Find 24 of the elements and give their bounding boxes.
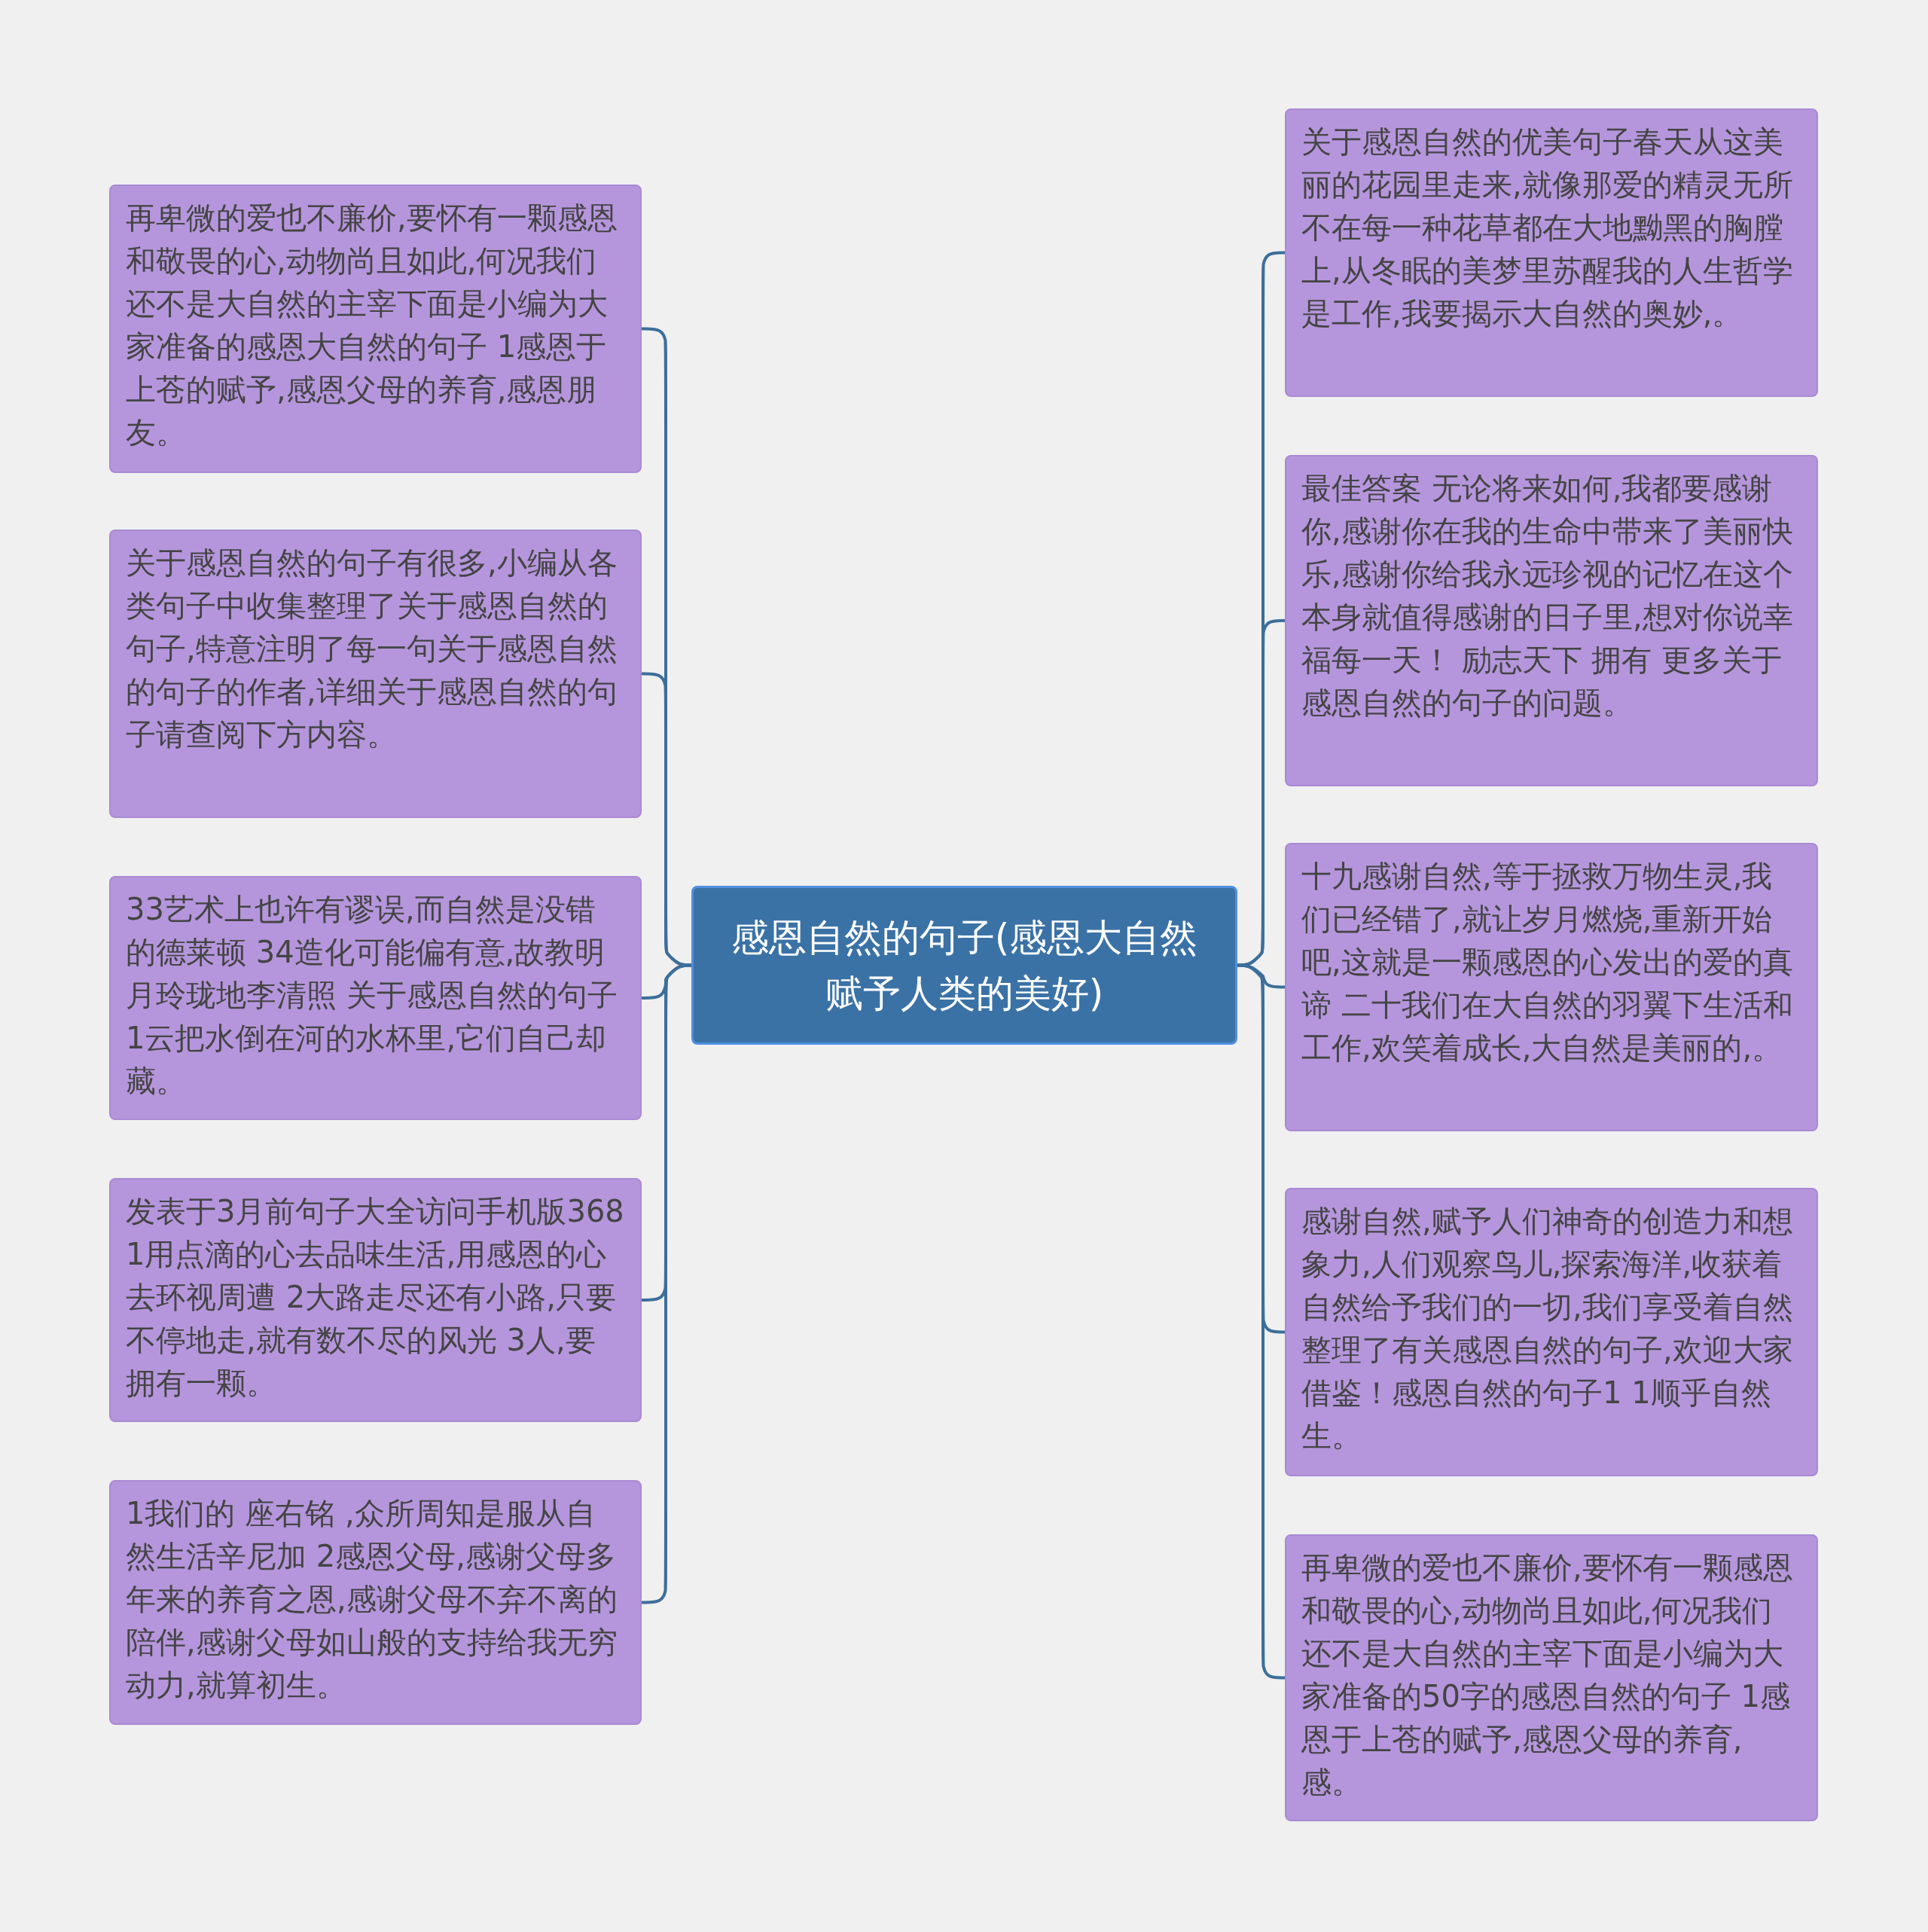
connector-line xyxy=(642,672,691,967)
topic-text: 感谢自然,赋予人们神奇的创造力和想象力,人们观察鸟儿,探索海洋,收获着自然给予我们的一切,我们享受着自然整理了有关感恩自然的句子,欢迎大家借鉴！感恩自然的句子1 1顺乎自然生。 xyxy=(1301,1203,1794,1454)
topic-text: 再卑微的爱也不廉价,要怀有一颗感恩和敬畏的心,动物尚且如此,何况我们还不是大自然的主宰下面是小编为大家准备的感恩大自然的句子 1感恩于上苍的赋予,感恩父母的养育,感恩朋友。 xyxy=(126,200,618,451)
central-topic-box xyxy=(691,886,1237,1045)
topic-box xyxy=(1285,843,1818,1131)
topic-box xyxy=(1285,1534,1818,1821)
connector-line xyxy=(1237,619,1285,967)
topic-text: 33艺术上也许有谬误,而自然是没错的德莱顿 34造化可能偏有意,故教明月玲珑地李清照 关于感恩自然的句子 1云把水倒在河的水杯里,它们自己却藏。 xyxy=(126,891,618,1100)
topic-box xyxy=(109,185,642,473)
topic-box xyxy=(1285,1188,1818,1476)
topic-box xyxy=(1285,108,1818,397)
topic-text: 关于感恩自然的句子有很多,小编从各类句子中收集整理了关于感恩自然的句子,特意注明了每一句关于感恩自然的句子的作者,详细关于感恩自然的句子请查阅下方内容。 xyxy=(126,545,618,753)
topic-box xyxy=(109,1178,642,1422)
topic-box xyxy=(109,876,642,1120)
topic-box xyxy=(1285,455,1818,786)
topic-box xyxy=(109,1480,642,1725)
topic-text: 十九感谢自然,等于拯救万物生灵,我们已经错了,就让岁月燃烧,重新开始吧,这就是一颗感恩的心发出的爱的真谛 二十我们在大自然的羽翼下生活和工作,欢笑着成长,大自然是美丽的,。 xyxy=(1301,858,1794,1067)
topic-text: 最佳答案 无论将来如何,我都要感谢你,感谢你在我的生命中带来了美丽快乐,感谢你给我永远珍视的记忆在这个本身就值得感谢的日子里,想对你说幸福每一天！ 励志天下 拥有 更多关于感恩自然的句子的问题。 xyxy=(1301,470,1794,722)
topic-text: 发表于3月前句子大全访问手机版368 1用点滴的心去品味生活,用感恩的心去环视周遭 2大路走尽还有小路,只要不停地走,就有数不尽的风光 3人,要拥有一颗。 xyxy=(126,1193,625,1402)
topic-text: 1我们的 座右铭 ,众所周知是服从自然生活辛尼加 2感恩父母,感谢父母多年来的养育之恩,感谢父母不弃不离的陪伴,感谢父母如山般的支持给我无穷动力,就算初生。 xyxy=(126,1495,618,1704)
topic-box xyxy=(109,530,642,818)
topic-text: 感恩自然的句子(感恩大自然赋予人类的美好) xyxy=(730,914,1199,1017)
topic-text: 关于感恩自然的优美句子春天从这美丽的花园里走来,就像那爱的精灵无所不在每一种花草都在大地黝黑的胸膛上,从冬眠的美梦里苏醒我的人生哲学是工作,我要揭示大自然的奥妙,。 xyxy=(1301,124,1794,332)
topic-text: 再卑微的爱也不廉价,要怀有一颗感恩和敬畏的心,动物尚且如此,何况我们还不是大自然的主宰下面是小编为大家准备的50字的感恩自然的句子 1感恩于上苍的赋予,感恩父母的养育,感。 xyxy=(1301,1549,1794,1801)
